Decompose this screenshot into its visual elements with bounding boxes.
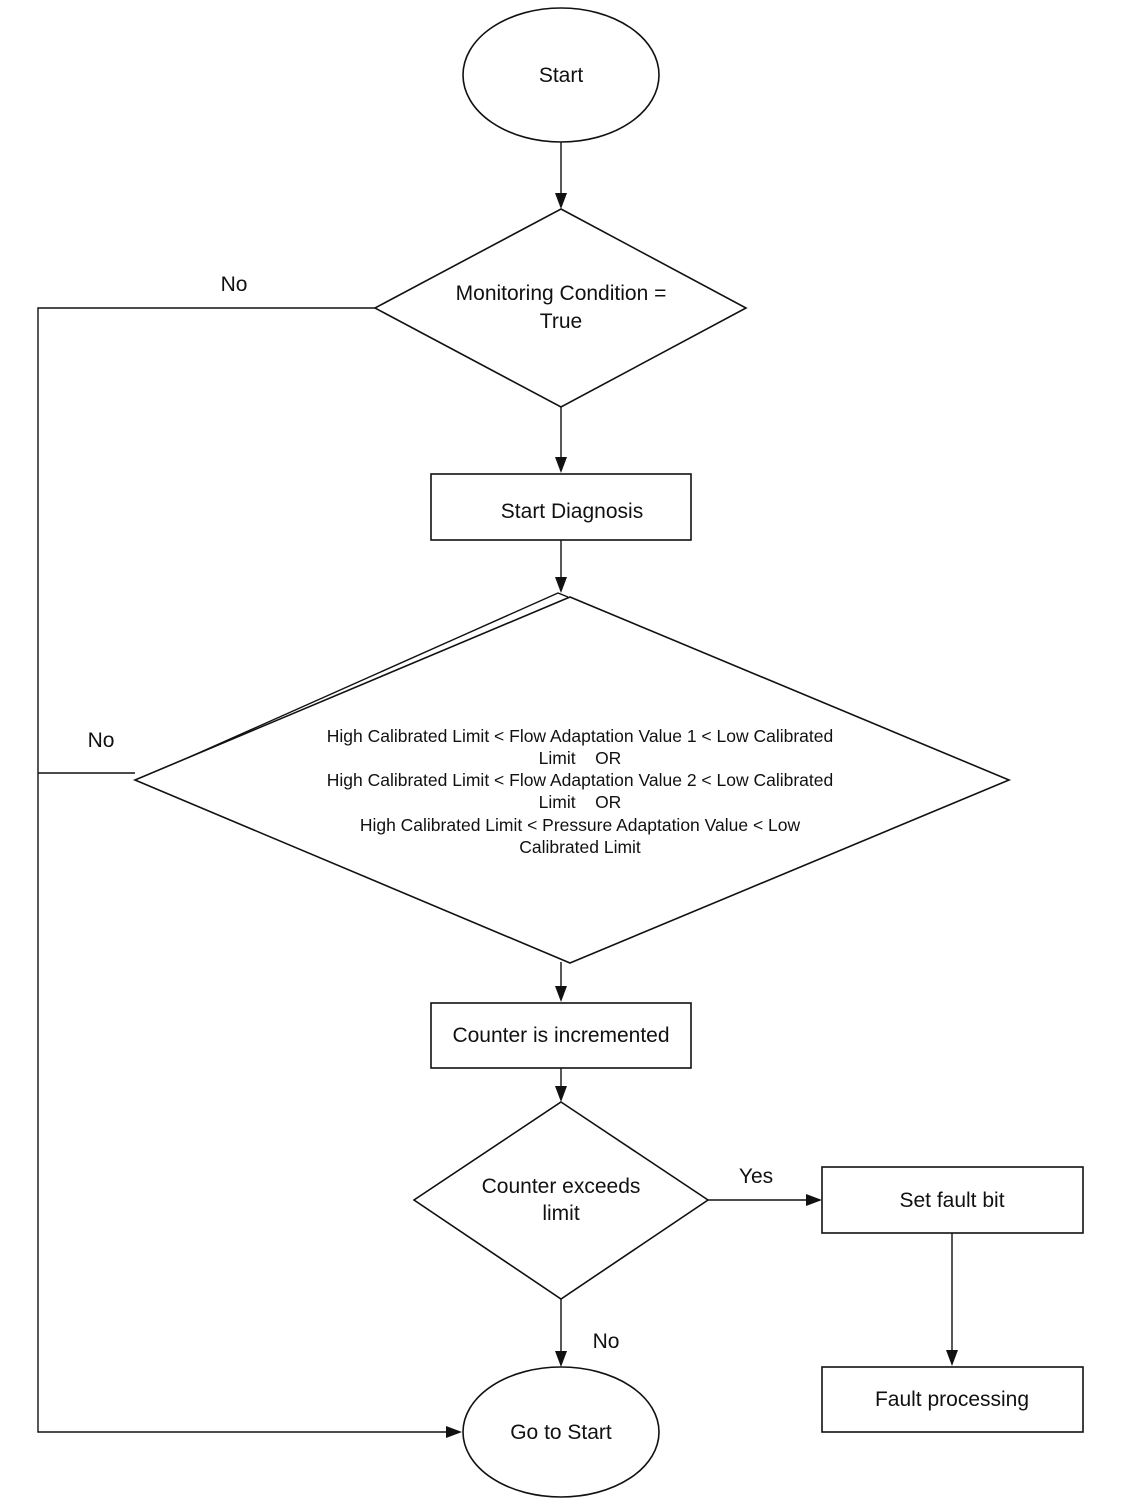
start-ellipse	[462, 7, 660, 143]
limits-label-line-1: High Calibrated Limit < Flow Adaptation …	[327, 726, 834, 746]
fault-processing-process: Fault processing	[821, 1366, 1084, 1433]
fault-processing-box	[821, 1366, 1084, 1433]
set-fault-bit-label: Set fault bit	[899, 1189, 1004, 1212]
monitoring-no-label: No	[221, 273, 248, 296]
start-terminal: Start	[462, 7, 660, 143]
arrowhead-monitoring-to-diagnosis	[555, 457, 567, 473]
start-diagnosis-process: Start Diagnosis	[430, 473, 692, 541]
set-fault-bit-box	[821, 1166, 1084, 1234]
limits-no-label: No	[88, 729, 115, 752]
monitoring-label-line-1: Monitoring Condition =	[456, 282, 667, 305]
go-to-start-label: Go to Start	[510, 1421, 612, 1444]
go-to-start-terminal: Go to Start	[462, 1366, 660, 1498]
monitoring-label-line-2: True	[540, 310, 582, 333]
start-diagnosis-label: Start Diagnosis	[501, 500, 643, 523]
limits-diamond-double-edge	[137, 592, 569, 781]
monitoring-decision: Monitoring Condition = True	[373, 208, 748, 408]
counter-exceeds-decision: Counter exceeds limit	[412, 1101, 710, 1300]
limits-label-line-2: Limit OR	[539, 748, 622, 768]
arrowhead-limits-to-counter	[555, 986, 567, 1002]
counter-yes-label: Yes	[739, 1165, 773, 1188]
arrowhead-start-to-monitoring	[555, 193, 567, 209]
counter-incremented-label: Counter is incremented	[452, 1024, 669, 1047]
limits-decision: High Calibrated Limit < Flow Adaptation …	[132, 592, 1012, 964]
arrowhead-decision-no-to-go-start	[555, 1351, 567, 1367]
arrowhead-diagnosis-to-limits	[555, 577, 567, 593]
limits-label-line-4: Limit OR	[539, 792, 622, 812]
counter-exceeds-label-line-1: Counter exceeds	[482, 1175, 641, 1198]
counter-incremented-box	[430, 1002, 692, 1069]
arrowhead-decision-to-fault-bit	[806, 1194, 822, 1206]
start-label: Start	[539, 64, 584, 87]
limits-label-line-5: High Calibrated Limit < Pressure Adaptat…	[360, 815, 801, 835]
start-diagnosis-box	[430, 473, 692, 541]
fault-processing-label: Fault processing	[875, 1388, 1029, 1411]
arrowhead-fault-bit-to-processing	[946, 1350, 958, 1366]
limits-label-line-3: High Calibrated Limit < Flow Adaptation …	[327, 770, 834, 790]
arrowhead-counter-to-decision	[555, 1086, 567, 1102]
counter-no-label: No	[593, 1330, 620, 1353]
limits-diamond	[132, 596, 1012, 964]
edge-labels: No No Yes No	[88, 273, 774, 1353]
go-to-start-ellipse	[462, 1366, 660, 1498]
edge-monitoring-no-loop	[37, 307, 449, 1433]
limits-label-line-6: Calibrated Limit	[519, 837, 641, 857]
counter-exceeds-diamond	[412, 1101, 710, 1300]
connectors	[37, 142, 958, 1438]
counter-exceeds-label-line-2: limit	[542, 1202, 579, 1225]
monitoring-diamond	[373, 208, 748, 408]
counter-incremented-process: Counter is incremented	[430, 1002, 692, 1069]
arrowhead-loop-to-go-start	[446, 1426, 462, 1438]
set-fault-bit-process: Set fault bit	[821, 1166, 1084, 1234]
